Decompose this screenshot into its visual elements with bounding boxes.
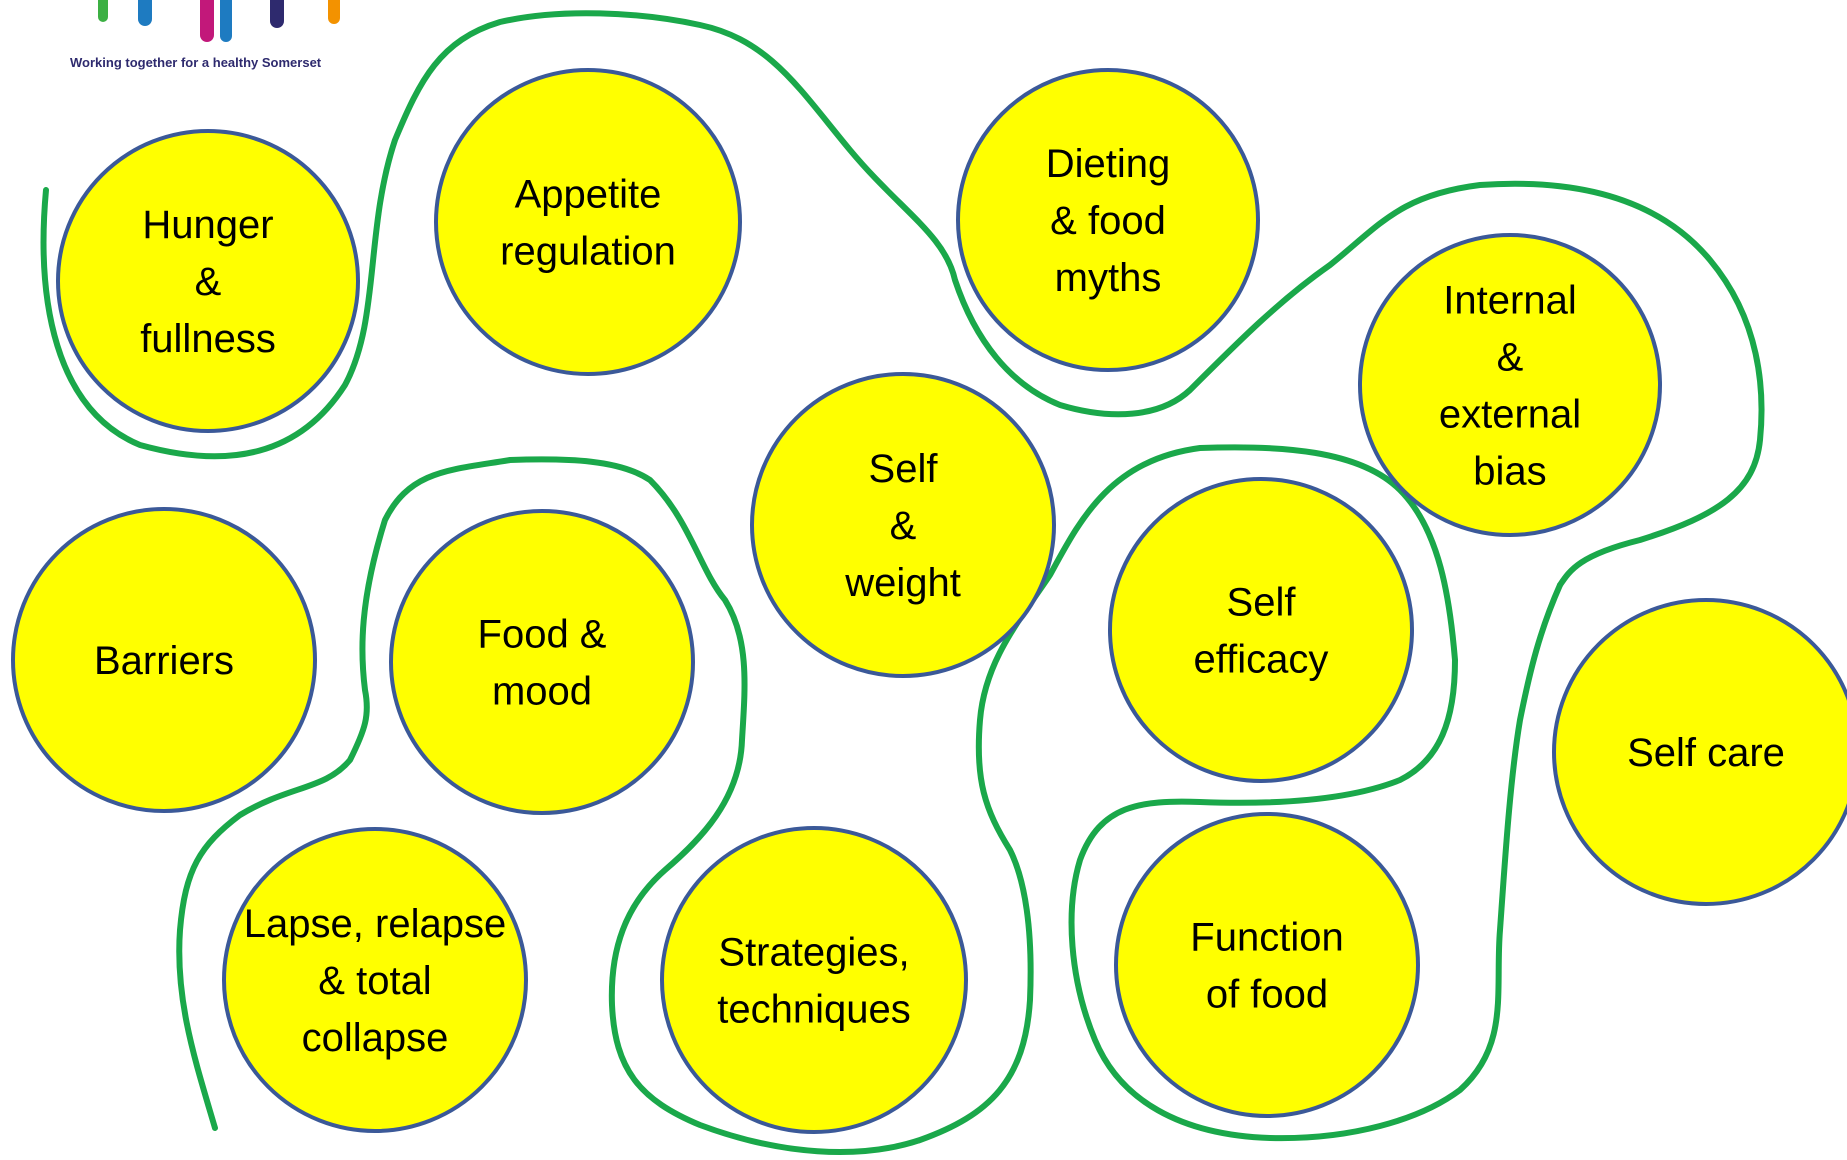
topic-label-line: efficacy bbox=[1194, 638, 1329, 682]
topic-label-line: of food bbox=[1206, 973, 1328, 1017]
topic-label-line: Food & bbox=[478, 613, 607, 657]
boundary-line-1 bbox=[40, 10, 1765, 588]
topic-appetite-regulation: Appetite regulation bbox=[434, 68, 742, 376]
topic-label-line: Hunger bbox=[142, 203, 273, 247]
logo-figure-1 bbox=[98, 0, 108, 22]
topic-circle bbox=[11, 507, 317, 813]
logo-figures-icon bbox=[98, 0, 340, 42]
boundary-line-2 bbox=[176, 444, 1563, 1155]
topic-label-line: & total bbox=[318, 959, 431, 1003]
topic-label-line: & food bbox=[1050, 199, 1166, 243]
topic-label-line: Appetite bbox=[515, 173, 662, 217]
topic-food-mood: Food & mood bbox=[389, 509, 695, 815]
topic-label-line: Function bbox=[1190, 916, 1343, 960]
topic-label-line: & bbox=[1497, 336, 1524, 380]
topic-strategies-techniques: Strategies, techniques bbox=[660, 826, 968, 1134]
logo-figure-5 bbox=[270, 0, 284, 28]
topic-label-line: external bbox=[1439, 393, 1581, 437]
topic-label-line: Self bbox=[869, 447, 939, 491]
topic-label-line: & bbox=[195, 260, 222, 304]
topic-label-line: Barriers bbox=[94, 639, 234, 683]
topic-label-line: Lapse, relapse bbox=[244, 902, 506, 946]
topic-label-line: Strategies, bbox=[718, 931, 909, 975]
topic-label-line: fullness bbox=[140, 317, 276, 361]
topic-label-line: bias bbox=[1473, 450, 1546, 494]
logo-figure-6 bbox=[328, 0, 340, 24]
topic-label-line: Self bbox=[1227, 581, 1297, 625]
topic-function-of-food: Function of food bbox=[1114, 812, 1420, 1118]
topic-label-line: Internal bbox=[1443, 279, 1576, 323]
topic-circle bbox=[1358, 233, 1662, 537]
topic-label-line: & bbox=[890, 504, 917, 548]
topic-self-care: Self care bbox=[1552, 598, 1847, 906]
topic-lapse-relapse-collapse: Lapse, relapse & total collapse bbox=[222, 827, 528, 1133]
topic-circle bbox=[1552, 598, 1847, 906]
topic-circle bbox=[660, 826, 968, 1134]
logo-figure-4 bbox=[220, 0, 232, 42]
topic-barriers: Barriers bbox=[11, 507, 317, 813]
logo-figure-3 bbox=[200, 0, 214, 42]
boundary-lines bbox=[40, 10, 1765, 1155]
topic-circle bbox=[222, 827, 528, 1133]
logo-tagline: Working together for a healthy Somerset bbox=[70, 55, 322, 70]
topic-circles: Hunger & fullness Appetite regulation Dieting… bbox=[11, 68, 1847, 1134]
topic-label-line: weight bbox=[844, 561, 961, 605]
topic-dieting-food-myths: Dieting & food myths bbox=[956, 68, 1260, 372]
logo-figure-2 bbox=[138, 0, 152, 26]
topic-self-weight: Self & weight bbox=[750, 372, 1056, 678]
topic-label-line: collapse bbox=[302, 1016, 449, 1060]
logo: Working together for a healthy Somerset bbox=[70, 0, 340, 70]
topic-circle bbox=[750, 372, 1056, 678]
topic-label-line: Dieting bbox=[1046, 142, 1171, 186]
topic-label-line: regulation bbox=[500, 230, 676, 274]
topic-label-line: techniques bbox=[717, 988, 910, 1032]
topic-label-line: myths bbox=[1055, 256, 1162, 300]
topic-circle bbox=[56, 129, 360, 433]
topic-circle bbox=[956, 68, 1260, 372]
topic-label-line: mood bbox=[492, 670, 592, 714]
topic-label-line: Self care bbox=[1627, 731, 1785, 775]
topic-hunger-fullness: Hunger & fullness bbox=[56, 129, 360, 433]
topic-circle bbox=[1114, 812, 1420, 1118]
topic-circle bbox=[1108, 477, 1414, 783]
topic-internal-external-bias: Internal & external bias bbox=[1358, 233, 1662, 537]
topic-circle bbox=[389, 509, 695, 815]
topic-circle bbox=[434, 68, 742, 376]
topic-self-efficacy: Self efficacy bbox=[1108, 477, 1414, 783]
